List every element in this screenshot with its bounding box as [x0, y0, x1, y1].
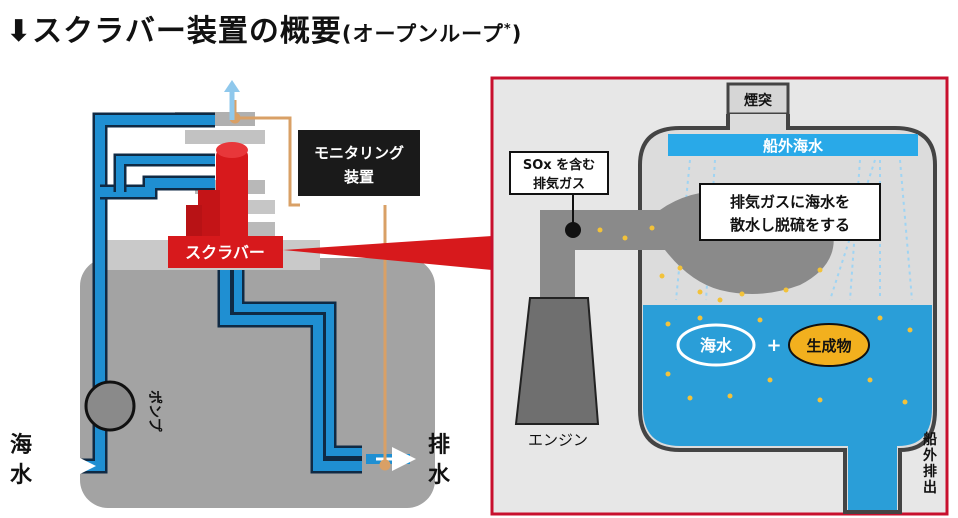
seawater-label-char1: 海: [10, 432, 32, 458]
product-ellipse: [788, 323, 870, 367]
diagram-title: ⬇スクラバー装置の概要(オープンループ*): [6, 6, 523, 49]
plus-sign: +: [766, 335, 781, 356]
pump: ポンプ: [84, 380, 163, 433]
title-sub: (オープンループ*): [341, 22, 523, 46]
chimney: [726, 82, 790, 116]
svg-text:船: 船: [923, 431, 937, 448]
seawater-ellipse: [676, 323, 756, 367]
outboard-seawater-bar: [668, 134, 918, 156]
exhaust-up-arrow-icon: [224, 80, 240, 120]
svg-text:排: 排: [923, 463, 937, 480]
sox-label-line2: 排気ガス: [533, 176, 585, 192]
outboard-seawater-label: 船外海水: [763, 137, 824, 155]
asterisk-mark: *: [503, 22, 512, 37]
pump-label: ポンプ: [146, 390, 163, 433]
svg-text:外: 外: [923, 447, 937, 464]
callout-line1: 排気ガスに海水を: [730, 193, 850, 211]
zoom-connector: [283, 236, 492, 270]
scrubber-detail-panel: 煙突 船外海水 SOx を含む 排気ガス: [490, 76, 949, 516]
discharge-label-char1: 排: [428, 433, 450, 458]
gas-particles: [597, 225, 823, 303]
chimney-label: 煙突: [744, 92, 772, 109]
scrubber-unit: スクラバー: [168, 142, 283, 268]
engine-label: エンジン: [528, 431, 588, 449]
monitoring-device: モニタリング 装置: [298, 130, 420, 196]
desulfurization-callout: [699, 183, 881, 241]
down-arrow-icon: ⬇: [6, 14, 33, 49]
product-label: 生成物: [806, 337, 851, 355]
engine: [514, 297, 600, 425]
sox-label-line1: SOx を含む: [523, 157, 595, 173]
monitoring-label-line1: モニタリング: [314, 144, 404, 162]
callout-line2: 散水し脱硫をする: [730, 216, 850, 234]
monitoring-label-line2: 装置: [343, 168, 374, 186]
water-particles: [665, 315, 913, 405]
svg-text:出: 出: [923, 479, 937, 496]
scrubber-label: スクラバー: [185, 243, 265, 262]
outboard-discharge-label: 船 外 排 出: [923, 431, 937, 496]
discharge-label-char2: 水: [428, 463, 451, 488]
seawater-label-char2: 水: [10, 463, 33, 488]
ship-hull: [80, 258, 435, 508]
ship-illustration: スクラバー モニタリング 装置 ポンプ 海 水 排 水: [10, 80, 451, 508]
seawater-label: 海水: [700, 336, 733, 355]
sox-label-box: [509, 151, 609, 195]
title-main: スクラバー装置の概要: [32, 14, 342, 49]
